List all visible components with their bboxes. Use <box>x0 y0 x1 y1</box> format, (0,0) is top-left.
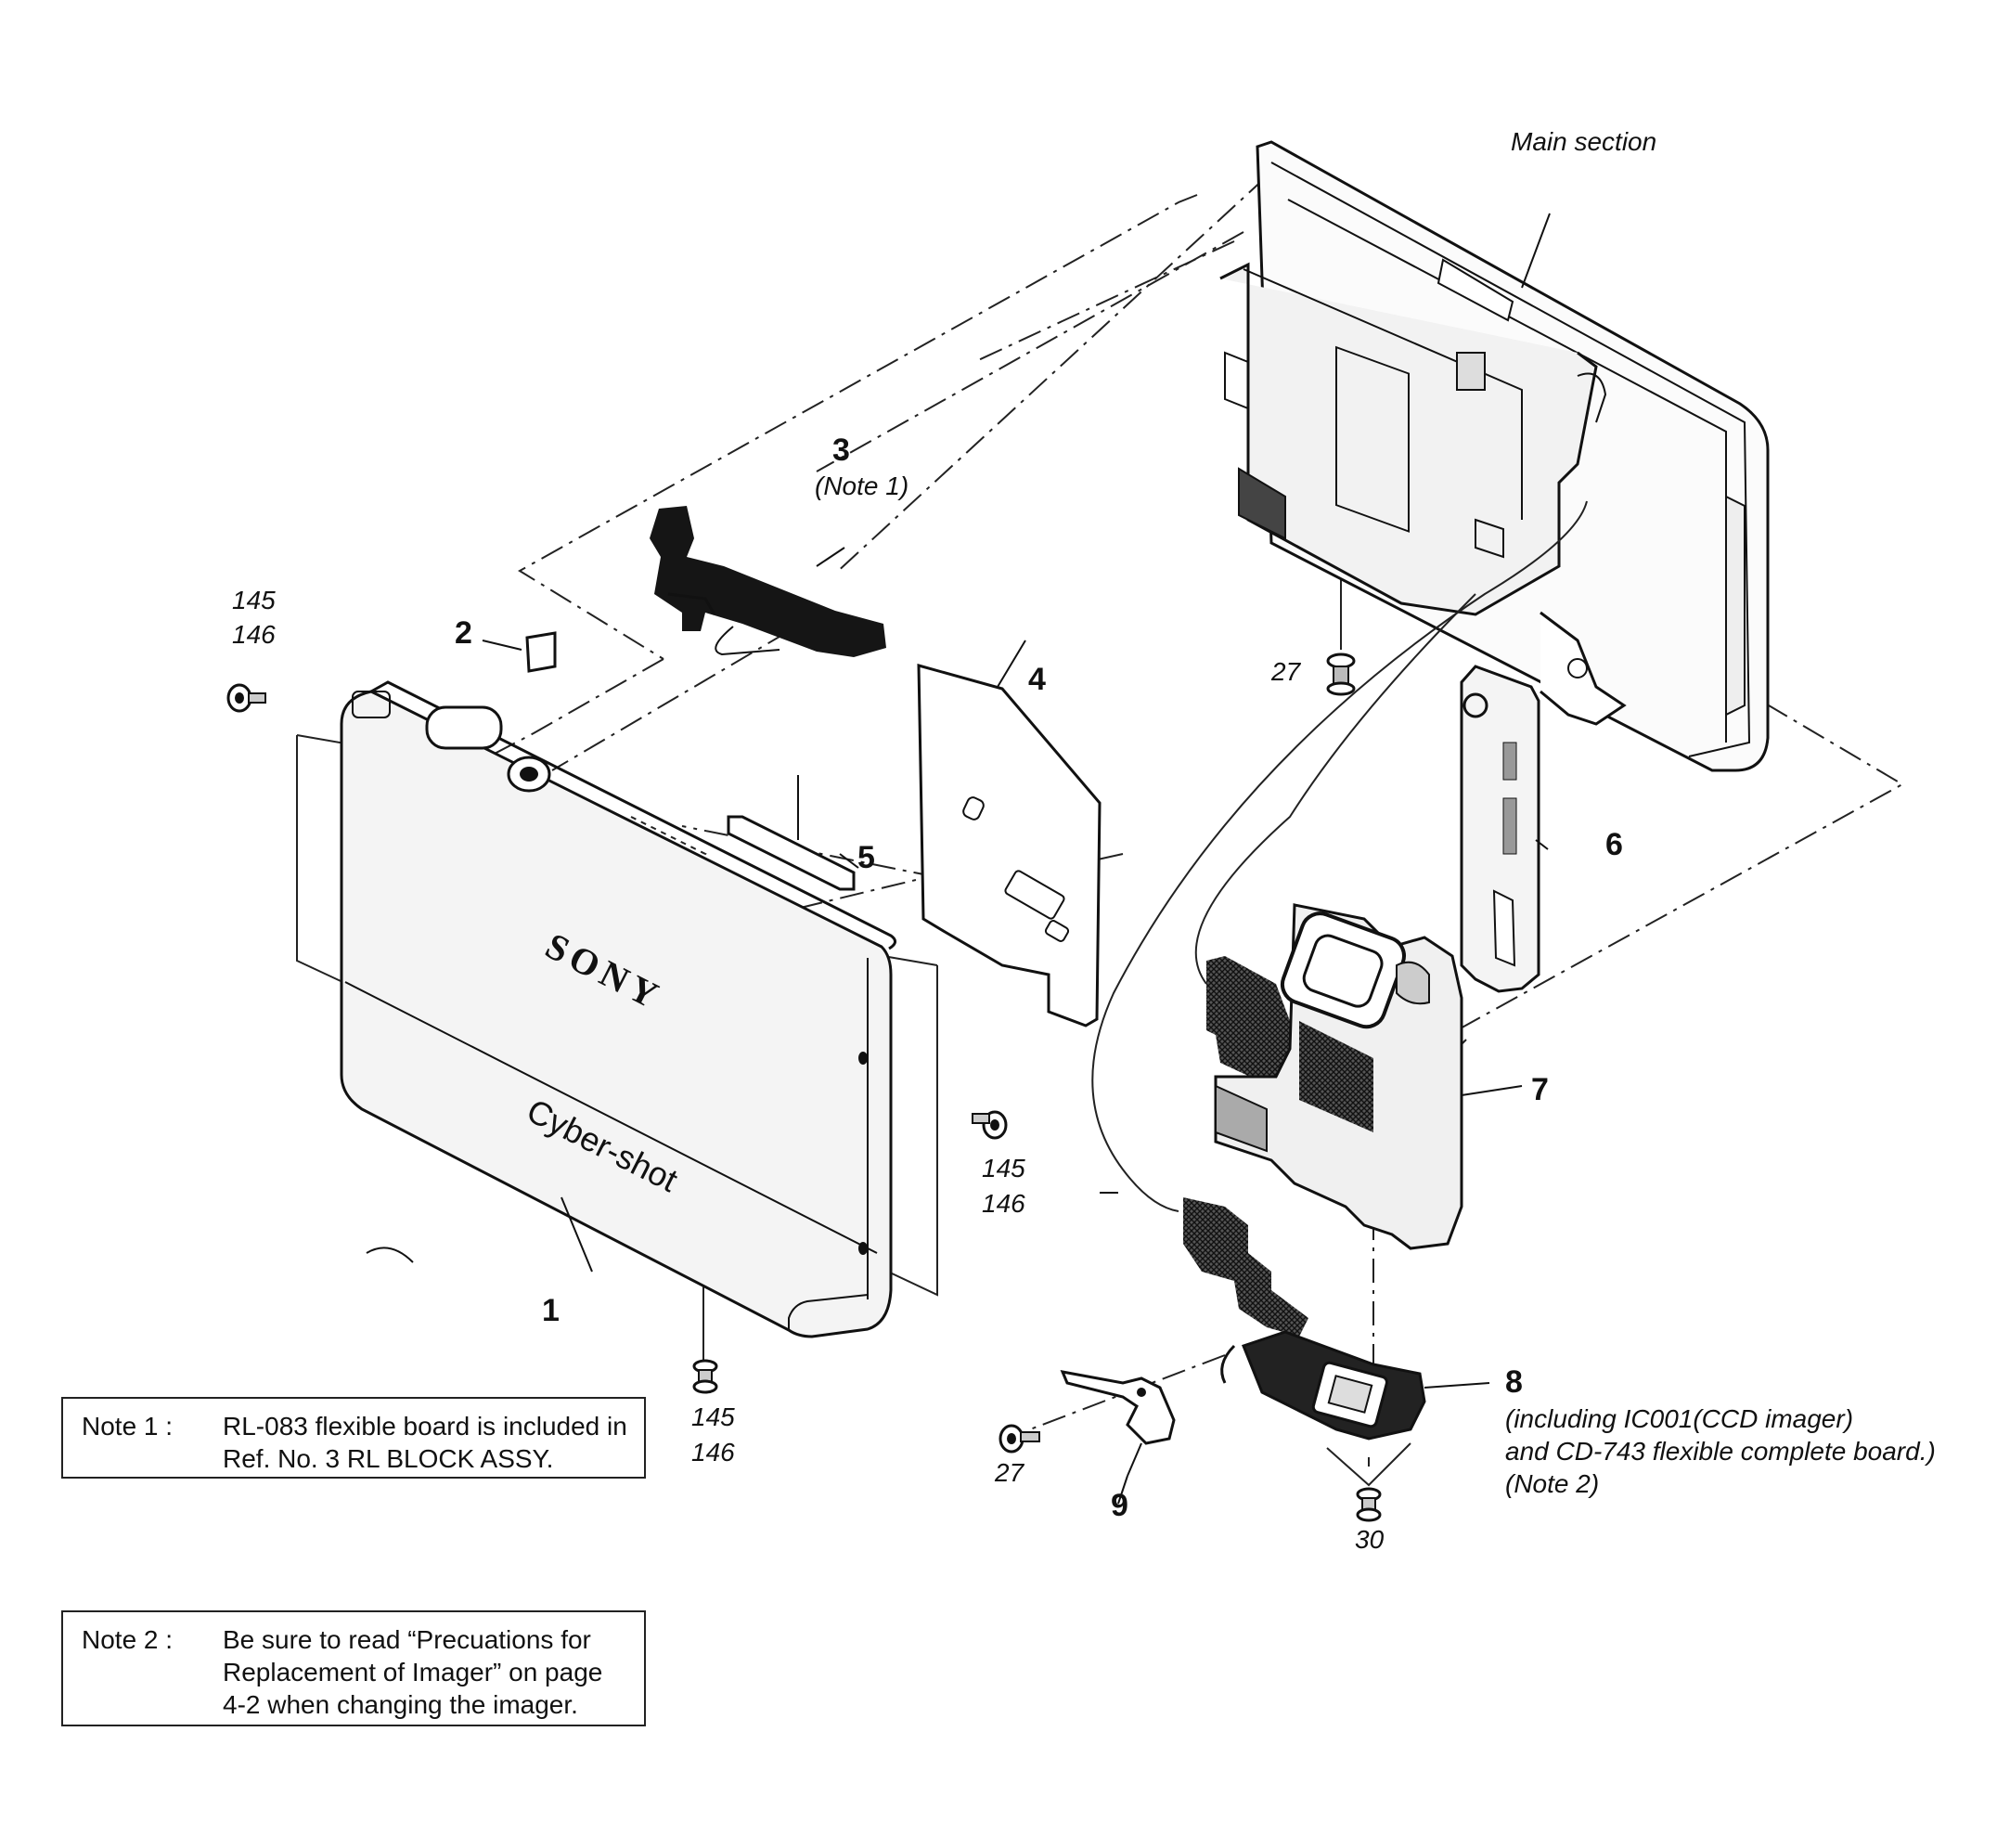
note-1-label: Note 1 : <box>82 1412 174 1441</box>
callout-6: 6 <box>1605 827 1623 862</box>
note-1-text: RL-083 flexible board is included in Ref… <box>223 1412 627 1473</box>
callout-5: 5 <box>857 840 875 875</box>
screw-label-bottom-146: 146 <box>691 1438 735 1467</box>
part-5-strip <box>727 775 859 891</box>
screw-label-right-145: 145 <box>982 1154 1025 1182</box>
part-3-rl-block <box>650 506 886 657</box>
note-ref-part-8-line1: (including IC001(CCD imager) <box>1505 1404 1854 1433</box>
part-2-sheet <box>482 631 557 673</box>
screw-145-tl-icon <box>226 683 266 713</box>
callout-3: 3 <box>832 433 850 468</box>
note-1-box: Note 1 : RL-083 flexible board is includ… <box>61 1397 646 1479</box>
callout-8: 8 <box>1505 1364 1523 1400</box>
screw-30-icon <box>1356 1487 1382 1522</box>
part-9-bracket <box>1060 1370 1176 1477</box>
flex-cable-curve-2 <box>1194 593 1476 985</box>
note-2-text: Be sure to read “Precuations for Replace… <box>223 1625 603 1719</box>
screw-label-27-lower: 27 <box>995 1458 1024 1487</box>
main-section-label: Main section <box>1511 127 1657 156</box>
screw-145-bottom-icon <box>692 1359 718 1394</box>
part-7-lens-block <box>1206 903 1523 1250</box>
flex-cable-curve <box>1091 500 1588 1212</box>
screw-label-right-146: 146 <box>982 1189 1025 1218</box>
front-cover-part-1 <box>340 680 896 1338</box>
main-section-frame <box>1219 140 1770 772</box>
screw-label-27-top: 27 <box>1271 657 1301 686</box>
screw-27-lower-icon <box>999 1424 1040 1454</box>
part-4-sheet <box>917 640 1102 1027</box>
callout-2: 2 <box>455 615 472 651</box>
screw-label-tl-146: 146 <box>232 620 276 649</box>
screw-label-30: 30 <box>1355 1525 1385 1554</box>
note-ref-part-8-line3: (Note 2) <box>1505 1469 1600 1498</box>
note-ref-part-8-line2: and CD-743 flexible complete board.) <box>1505 1437 1936 1466</box>
screw-label-tl-145: 145 <box>232 586 276 614</box>
screw-145-right-icon <box>972 1110 1008 1140</box>
note-2-label: Note 2 : <box>82 1625 174 1654</box>
callout-9: 9 <box>1111 1488 1128 1523</box>
screw-label-bottom-145: 145 <box>691 1402 735 1431</box>
part-8-ccd-block <box>1183 1197 1490 1441</box>
callout-7: 7 <box>1531 1072 1549 1107</box>
callout-4: 4 <box>1028 662 1046 697</box>
callout-leaders <box>366 839 1549 1505</box>
callout-1: 1 <box>542 1293 560 1328</box>
note-ref-part-3: (Note 1) <box>815 472 909 500</box>
note-2-box: Note 2 : Be sure to read “Precuations fo… <box>61 1610 646 1726</box>
part-6-side-panel <box>1460 611 1627 993</box>
screw-27-top-icon <box>1326 653 1356 696</box>
